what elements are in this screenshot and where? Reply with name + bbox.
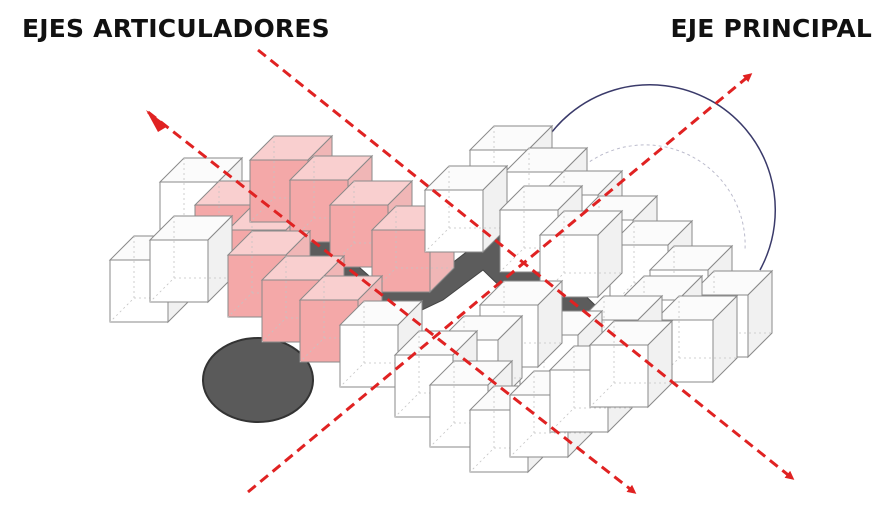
- cube: [588, 319, 674, 409]
- cube-hidden-edges: [261, 256, 344, 343]
- cube-hidden-edges: [539, 211, 622, 298]
- cube-hidden-edges: [609, 221, 692, 308]
- cube-face: [339, 324, 399, 388]
- cube-hidden-edges: [549, 346, 632, 433]
- cube-hidden-edges: [429, 361, 512, 448]
- solid-disc: [202, 337, 314, 423]
- cube-hidden-edges: [109, 236, 192, 323]
- cube-hidden-edges: [227, 231, 310, 318]
- articulating-axis-1: [147, 110, 637, 494]
- cube-face: [712, 294, 738, 384]
- cube-modules: [108, 124, 774, 474]
- cube-face: [149, 239, 209, 303]
- cube-hidden-edges: [509, 371, 592, 458]
- cube-hidden-edges: [371, 206, 454, 293]
- articulating-axes-label: EJES ARTICULADORES: [22, 14, 330, 43]
- cube: [423, 164, 509, 254]
- cube-hidden-edges: [329, 181, 412, 268]
- cube-face: [537, 279, 563, 369]
- articulating-axis-2: [257, 48, 795, 480]
- cube: [148, 214, 234, 304]
- cube-face: [424, 189, 484, 253]
- outline-circle: [539, 83, 777, 271]
- cube-hidden-edges: [654, 296, 737, 383]
- cube-hidden-edges: [289, 156, 372, 243]
- cube-hidden-edges: [299, 276, 382, 363]
- main-axis-arrow: [247, 73, 753, 494]
- cube-hidden-edges: [589, 321, 672, 408]
- axes: [146, 48, 795, 494]
- cube-hidden-edges: [424, 166, 507, 253]
- cube-hidden-edges: [394, 331, 477, 418]
- cube-face: [597, 209, 623, 299]
- cube-hidden-edges: [249, 136, 332, 223]
- cube-hidden-edges: [499, 186, 582, 273]
- cube-hidden-edges: [149, 216, 232, 303]
- cube-hidden-edges: [469, 386, 552, 473]
- axis-1-start-arrowhead: [146, 110, 168, 132]
- cube-hidden-edges: [339, 301, 422, 388]
- cube-face: [747, 269, 773, 359]
- main-axis-label: EJE PRINCIPAL: [670, 14, 872, 43]
